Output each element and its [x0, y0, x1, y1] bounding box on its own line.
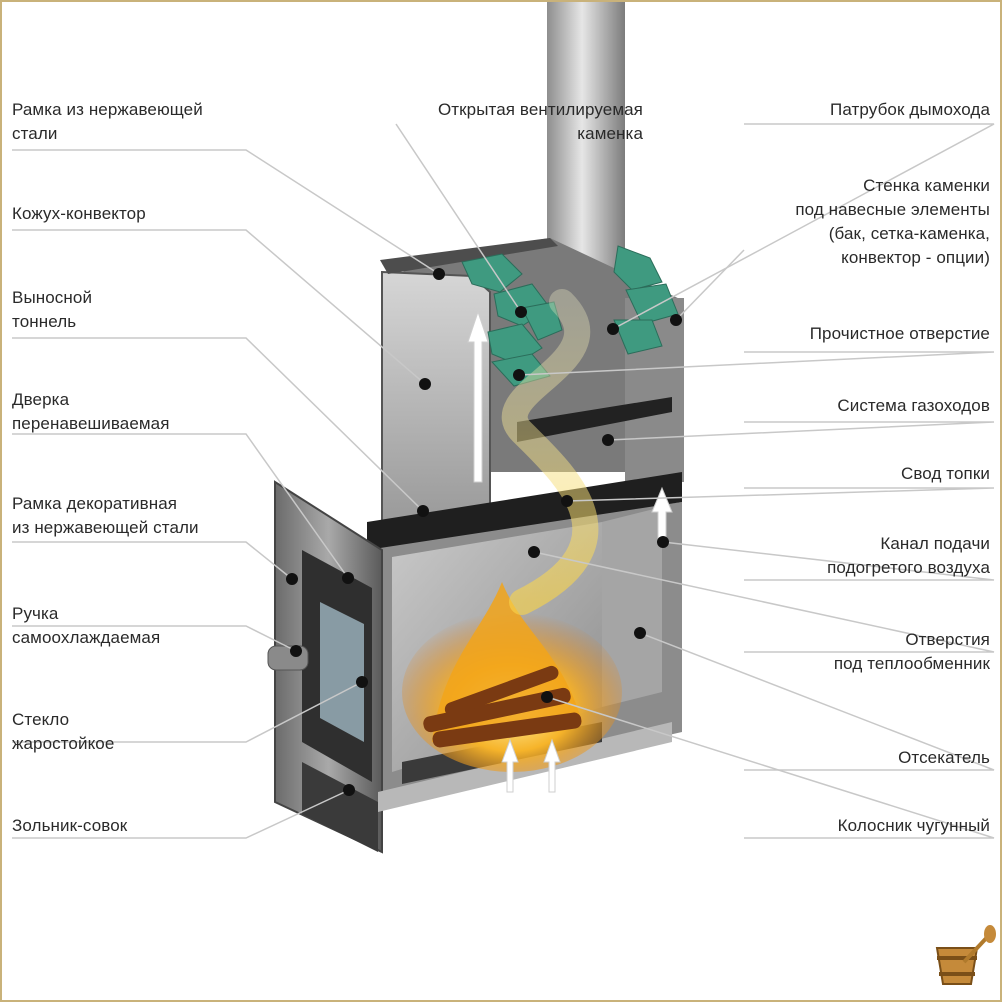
label-casing-convector: Кожух-конвектор: [12, 204, 146, 223]
airflow-arrows: [467, 310, 673, 793]
label-frame-steel: Рамка из нержавеющей стали: [12, 100, 203, 143]
leader-lines: [12, 123, 995, 839]
glass-shape: [320, 602, 364, 742]
label-cleaning-hole: Прочистное отверстие: [809, 324, 990, 343]
label-cutter: Отсекатель: [898, 748, 990, 767]
convector-casing-shape: [381, 270, 491, 523]
firebox-right-wall: [602, 507, 662, 707]
flue-shelf-shape: [517, 397, 672, 442]
label-glass: Стекло жаростойкое: [12, 710, 115, 753]
label-handle: Ручка самоохлаждаемая: [12, 604, 161, 647]
firebox-vault-shape: [367, 472, 682, 550]
label-firebox-vault: Свод топки: [900, 464, 990, 483]
label-ash-pan: Зольник-совок: [12, 816, 128, 835]
label-frame-decor: Рамка декоративная из нержавеющей стали: [12, 494, 199, 537]
handle-spring: [267, 645, 309, 671]
label-door: Дверка перенавешиваемая: [12, 390, 170, 433]
logs-group: [423, 665, 582, 748]
label-air-channel: Канал подачи подогретого воздуха: [827, 534, 990, 577]
stones-group: [461, 245, 679, 387]
bath-bucket-logo-icon: [935, 925, 996, 985]
label-chimney-pipe: Патрубок дымохода: [830, 100, 990, 119]
label-open-heater: Открытая вентилируемая каменка: [437, 100, 643, 143]
label-heat-exchanger-holes: Отверстия под теплообменник: [833, 630, 990, 673]
label-grate: Колосник чугунный: [837, 816, 990, 835]
label-remote-tunnel: Выносной тоннель: [12, 288, 93, 331]
callout-dots: [286, 268, 682, 796]
label-flue-system: Система газоходов: [837, 396, 990, 415]
smoke-trail: [501, 289, 599, 615]
ash-pan-shape: [302, 762, 378, 852]
label-heater-wall: Стенка каменки под навесные элементы (ба…: [795, 176, 990, 267]
